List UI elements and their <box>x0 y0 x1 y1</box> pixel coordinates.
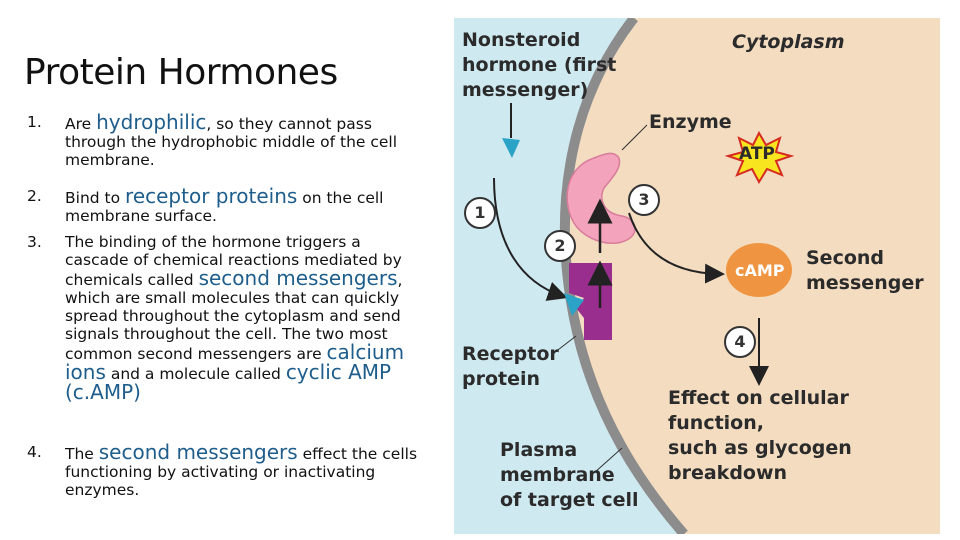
atp-label: ATP <box>739 144 775 164</box>
item-text-post: effect the cells functioning by activati… <box>65 445 418 499</box>
receptor-leader-line <box>553 335 577 354</box>
step-3-badge: 3 <box>628 184 660 216</box>
camp-label: cAMP <box>735 261 785 280</box>
figure-drawing <box>454 14 940 538</box>
enzyme-leader-line <box>621 124 648 151</box>
item-highlight: hydrophilic <box>96 110 207 134</box>
item-text: Are hydrophilic, so they cannot pass thr… <box>65 110 424 169</box>
hormone-icon <box>502 138 520 158</box>
item-number: 4. <box>27 443 42 461</box>
conversion-arrow <box>628 212 725 284</box>
item-text: The binding of the hormone triggers a ca… <box>65 233 424 403</box>
step-1-badge: 1 <box>464 197 496 229</box>
item-highlight: second messengers <box>198 266 398 290</box>
nonsteroid-hormone-label: Nonsteroid hormone (first messenger) <box>462 29 617 101</box>
item-text: The second messengers effect the cells f… <box>65 440 424 499</box>
camp-icon <box>726 243 792 297</box>
item-highlight: second messengers <box>98 440 298 464</box>
item-number: 1. <box>27 113 42 131</box>
item-highlight: cyclic AMP (c.AMP) <box>65 360 392 404</box>
hormone-mechanism-figure: Nonsteroid hormone (first messenger) Cyt… <box>454 14 940 538</box>
item-text-pre: Bind to <box>65 189 126 207</box>
atp-icon <box>724 130 795 185</box>
item-text-pre: Are <box>65 115 97 133</box>
item-highlight: calcium ions <box>65 340 405 384</box>
plasma-leader-line <box>593 447 623 474</box>
item-text-mid: , which are small molecules that can qui… <box>65 271 403 363</box>
item-text-mid: and a molecule called <box>105 365 286 383</box>
item-text-post: on the cell membrane surface. <box>65 189 384 225</box>
enzyme-label: Enzyme <box>649 111 732 133</box>
list-item: 1. Are hydrophilic, so they cannot pass … <box>24 110 424 169</box>
item-text-pre: The binding of the hormone triggers a ca… <box>65 233 402 289</box>
item-text-post: , so they cannot pass through the hydrop… <box>65 115 398 169</box>
effect-label: Effect on cellular function, such as gly… <box>668 387 852 484</box>
slide-title: Protein Hormones <box>24 52 338 93</box>
item-number: 3. <box>27 233 42 251</box>
list-item: 4. The second messengers effect the cell… <box>24 440 424 499</box>
list-item: 2. Bind to receptor proteins on the cell… <box>24 184 424 225</box>
second-messenger-label: Second messenger <box>806 247 924 294</box>
list-item: 3. The binding of the hormone triggers a… <box>24 233 424 403</box>
bound-hormone-icon <box>564 293 584 316</box>
binding-arrow <box>493 177 568 301</box>
receptor-protein-label: Receptor protein <box>462 343 559 390</box>
item-text: Bind to receptor proteins on the cell me… <box>65 184 424 225</box>
cytoplasm-label: Cytoplasm <box>732 31 845 53</box>
step-2-badge: 2 <box>544 230 576 262</box>
item-number: 2. <box>27 187 42 205</box>
item-text-pre: The <box>65 445 99 463</box>
item-highlight: receptor proteins <box>125 184 298 208</box>
enzyme-icon <box>566 152 636 244</box>
step-4-badge: 4 <box>724 326 756 358</box>
plasma-membrane-label: Plasma membrane of target cell <box>500 439 639 511</box>
